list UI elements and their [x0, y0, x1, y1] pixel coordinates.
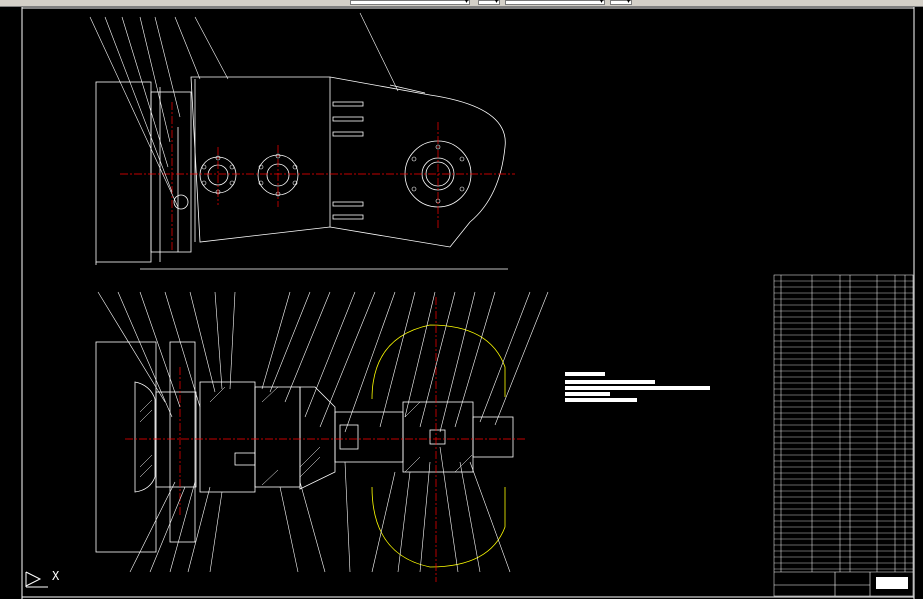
notes-line-bar: [565, 386, 710, 390]
section-view-hatch: [139, 386, 473, 486]
chevron-down-icon: ▾: [464, 0, 468, 5]
top-view: [95, 76, 508, 270]
top-view-bolt-holes: [201, 144, 465, 204]
top-view-centerlines: [120, 102, 515, 252]
gear-outline: [371, 324, 506, 568]
toolbar-strip: ▾ ▾ ▾ ▾: [0, 0, 923, 7]
notes-line-bar: [565, 380, 655, 384]
section-view: [95, 341, 514, 553]
linetype-dropdown[interactable]: ▾: [505, 0, 605, 5]
ucs-icon: [25, 571, 48, 588]
section-view-leaders: [97, 291, 549, 573]
parts-list-table: [773, 274, 914, 597]
title-block: [774, 571, 913, 596]
ucs-axis-label: X: [52, 569, 60, 583]
chevron-down-icon: ▾: [599, 0, 603, 5]
drawing-frame: [21, 7, 915, 599]
color-dropdown[interactable]: ▾: [478, 0, 500, 5]
layer-dropdown[interactable]: ▾: [350, 0, 470, 5]
lineweight-dropdown[interactable]: ▾: [610, 0, 632, 5]
notes-heading-bar: [565, 372, 605, 376]
notes-line-bar: [565, 398, 637, 402]
top-view-leaders: [89, 12, 399, 208]
chevron-down-icon: ▾: [494, 0, 498, 5]
notes-line-bar: [565, 392, 610, 396]
drawing-canvas[interactable]: [0, 7, 923, 599]
parts-list-rows: [774, 280, 913, 570]
section-view-centerlines: [125, 297, 525, 582]
chevron-down-icon: ▾: [626, 0, 630, 5]
